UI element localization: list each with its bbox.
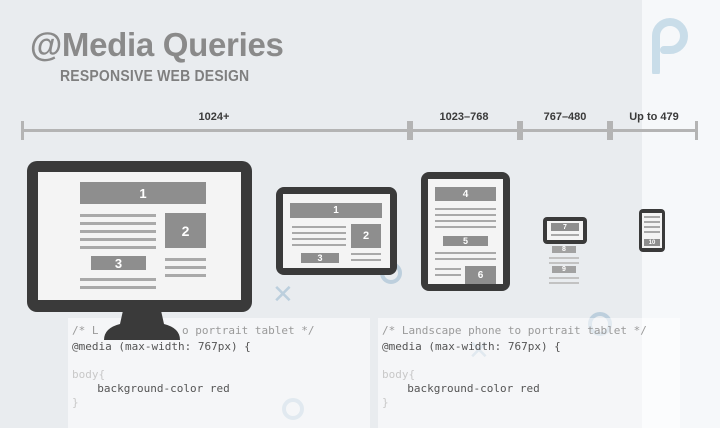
code-comment-start: /* L [72,324,99,337]
code-panel [378,318,680,428]
text-line [549,282,579,284]
text-line [292,232,346,234]
layout-block-4: 4 [435,187,496,201]
code-selector: body{ [72,368,106,381]
text-line [549,257,579,259]
breakpoint-tick [407,121,410,140]
text-line [80,230,156,233]
text-line [80,286,156,289]
text-line [435,208,496,210]
text-line [435,268,461,270]
text-line [435,214,496,216]
brand-logo-icon [652,18,688,74]
layout-block-1: 1 [290,203,382,218]
breakpoint-label: 1023–768 [439,111,489,123]
breakpoint-tick [410,121,413,140]
breakpoint-bar [521,129,608,132]
text-line [644,216,660,218]
code-media-rule: @media (max-width: 767px) { [72,340,251,353]
text-line [292,244,346,246]
text-line [80,238,156,241]
layout-block-1: 1 [80,182,206,204]
text-line [435,220,496,222]
text-line [292,238,346,240]
text-line [351,259,381,261]
decorative-x-icon: ✕ [272,280,294,310]
code-media-rule: @media (max-width: 767px) { [382,340,561,353]
breakpoint-tick [610,121,613,140]
text-line [549,262,579,264]
text-line [80,246,156,249]
text-line [435,258,496,260]
text-line [549,277,579,279]
layout-block-9: 9 [552,266,576,273]
code-selector: body{ [382,368,416,381]
code-comment-end: o portrait tablet */ [182,324,315,337]
layout-block-7: 7 [551,223,579,231]
layout-block-6: 6 [465,266,496,284]
text-line [80,214,156,217]
breakpoint-label: 1024+ [198,111,230,123]
text-line [644,226,660,228]
breakpoint-tick [21,121,24,140]
breakpoint-bar [611,129,697,132]
layout-block-8: 8 [552,246,576,253]
layout-block-10: 10 [644,239,660,246]
code-declaration: background-color red [84,382,230,395]
text-line [165,266,206,269]
breakpoint-bar [411,129,518,132]
page-title: @Media Queries [30,26,284,63]
text-line [351,253,381,255]
text-line [435,226,496,228]
code-declaration: background-color red [394,382,540,395]
breakpoint-label: Up to 479 [629,111,679,123]
text-line [644,231,660,233]
text-line [435,274,461,276]
text-line [551,234,579,236]
breakpoint-label: 767–480 [543,111,587,123]
breakpoint-tick [607,121,610,140]
code-brace: } [382,396,389,409]
layout-block-2: 2 [165,213,206,248]
text-line [292,226,346,228]
monitor-stand-icon [104,306,180,340]
breakpoint-tick [520,121,523,140]
layout-block-3: 3 [91,256,146,271]
text-line [165,274,206,277]
layout-block-5: 5 [443,236,488,246]
breakpoint-bar [22,129,408,132]
layout-block-3: 3 [301,253,339,263]
page-subtitle: RESPONSIVE WEB DESIGN [60,66,250,85]
breakpoint-tick [695,121,698,140]
text-line [435,252,496,254]
layout-block-2: 2 [351,224,381,248]
breakpoint-tick [517,121,520,140]
text-line [644,221,660,223]
code-comment: /* Landscape phone to portrait tablet */ [382,324,647,337]
text-line [165,258,206,261]
text-line [80,278,156,281]
code-brace: } [72,396,79,409]
text-line [80,222,156,225]
